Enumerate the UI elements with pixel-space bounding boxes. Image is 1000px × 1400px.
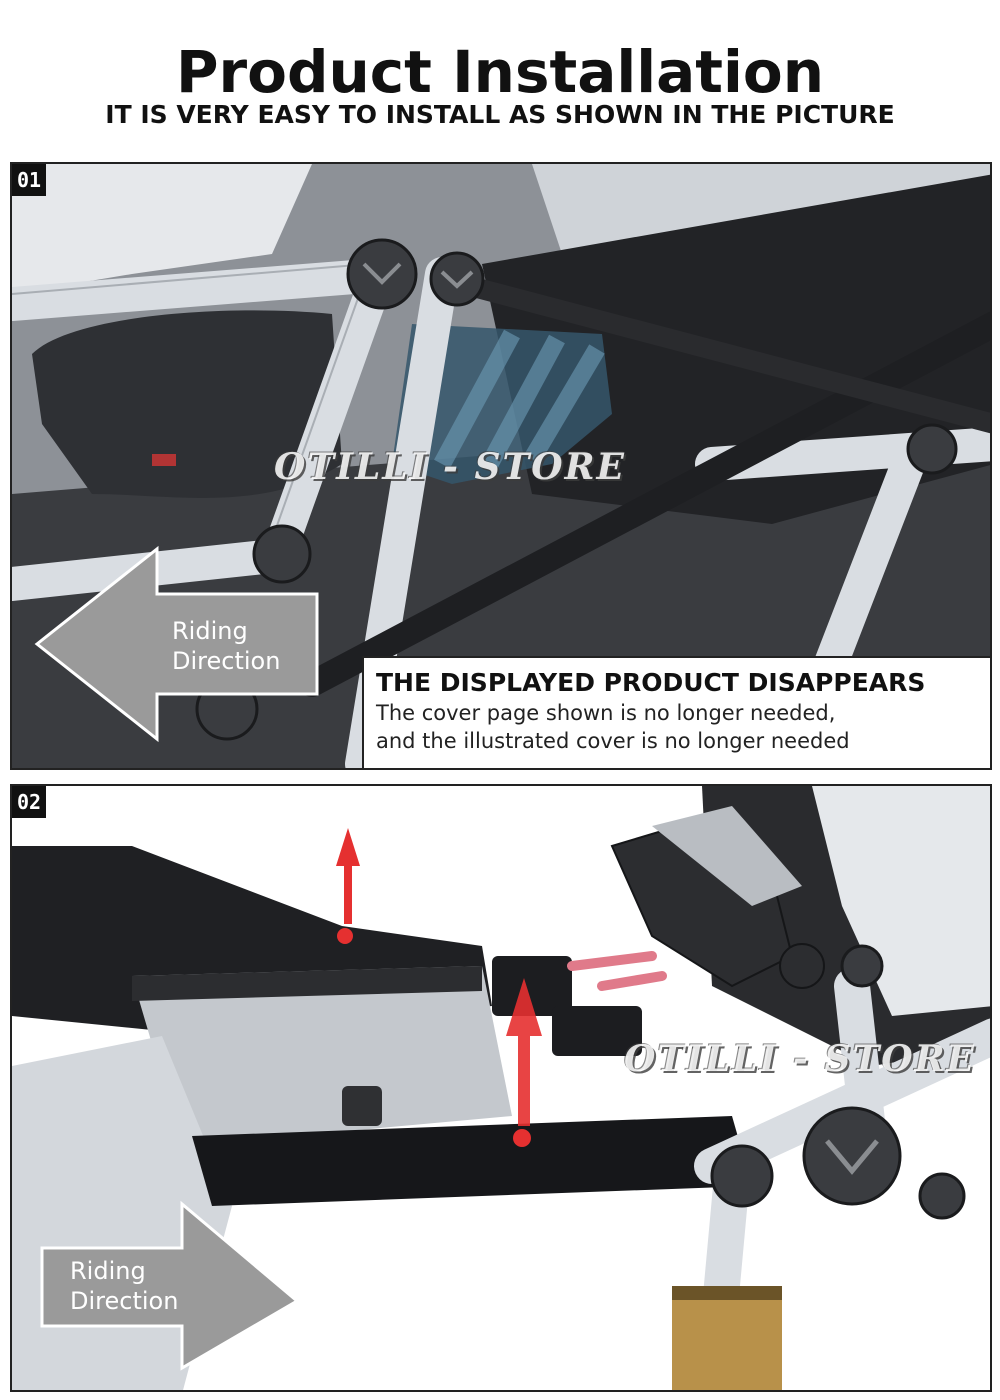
red-up-arrow-icon: [336, 828, 360, 924]
page-title: Product Installation: [176, 38, 824, 106]
riding-label-line1: Riding: [172, 617, 248, 645]
riding-label-line1: Riding: [70, 1257, 146, 1285]
riding-label-line2: Direction: [70, 1287, 179, 1315]
red-screw-marker: [513, 1129, 531, 1147]
notice-line-2: and the illustrated cover is no longer n…: [376, 729, 850, 753]
riding-direction-arrow-right: [40, 1200, 300, 1371]
step-2-photo: [12, 786, 990, 1390]
notice-title: THE DISPLAYED PRODUCT DISAPPEARS: [376, 668, 926, 697]
red-screw-marker: [337, 928, 353, 944]
notice-line-1: The cover page shown is no longer needed…: [376, 701, 836, 725]
step-number-badge: 01: [12, 164, 46, 196]
store-watermark: OTILLI - STORE: [274, 446, 626, 488]
step-1-panel: 01 OTILLI - STORE Riding Direction THE D…: [10, 162, 992, 770]
red-up-arrow-icon: [506, 978, 542, 1126]
notice-box: THE DISPLAYED PRODUCT DISAPPEARS The cov…: [362, 656, 990, 768]
step-number-badge: 02: [12, 786, 46, 818]
riding-direction-arrow-left: [34, 545, 319, 743]
riding-direction-label: Riding Direction: [172, 616, 280, 676]
step-2-panel: 02 OTILLI - STORE Riding Direction: [10, 784, 992, 1392]
store-watermark: OTILLI - STORE: [624, 1038, 976, 1080]
page-subtitle: IT IS VERY EASY TO INSTALL AS SHOWN IN T…: [105, 100, 895, 129]
header: Product Installation IT IS VERY EASY TO …: [0, 0, 1000, 160]
riding-direction-label: Riding Direction: [70, 1256, 178, 1316]
riding-label-line2: Direction: [172, 647, 281, 675]
